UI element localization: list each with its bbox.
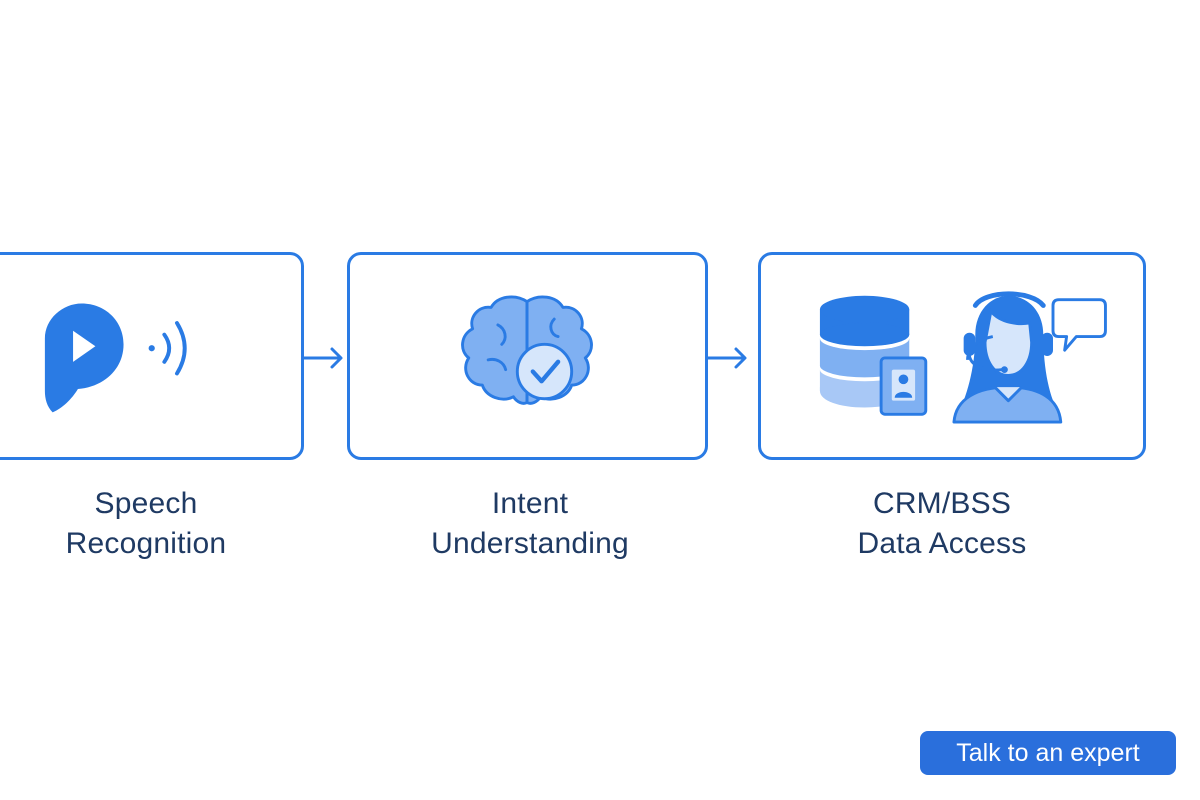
chat-bubble-icon — [1051, 298, 1107, 352]
step-box-speech-recognition — [0, 252, 304, 460]
step-box-intent-understanding — [347, 252, 708, 460]
step-label-line: Understanding — [431, 527, 629, 560]
step-label-line: Speech — [94, 487, 198, 520]
arrow-right-icon — [706, 347, 747, 369]
talk-to-expert-button[interactable]: Talk to an expert — [920, 731, 1176, 775]
step-box-crm-bss-data-access — [758, 252, 1146, 460]
database-agent-icon — [819, 291, 1107, 424]
step-label-line: Recognition — [65, 527, 227, 560]
step-label-intent-understanding: Intent Understanding — [370, 484, 690, 564]
support-agent-icon — [952, 291, 1063, 424]
voice-play-icon — [44, 303, 187, 413]
step-label-line: CRM/BSS — [872, 487, 1012, 520]
step-label-line: Data Access — [857, 527, 1027, 560]
step-label-line: Intent — [491, 487, 569, 520]
step-label-crm-bss-data-access: CRM/BSS Data Access — [782, 484, 1102, 564]
brain-check-icon — [461, 295, 593, 405]
arrow-right-icon — [302, 347, 343, 369]
step-label-speech-recognition: Speech Recognition — [0, 484, 306, 564]
contact-card-icon — [879, 356, 928, 416]
